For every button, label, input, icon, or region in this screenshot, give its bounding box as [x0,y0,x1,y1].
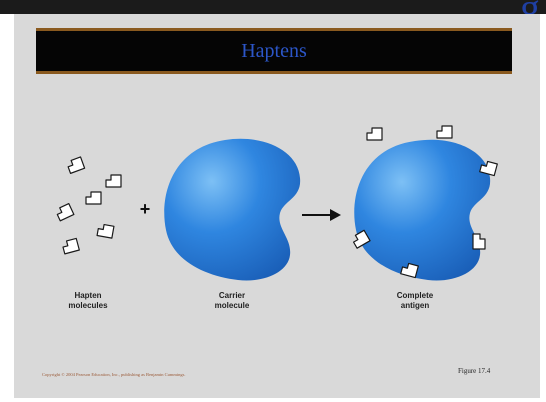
reaction-arrow [302,209,341,221]
hapten-molecule [85,191,102,205]
antigen-label-line1: Complete [396,291,434,300]
slide-title: Haptens [241,39,307,62]
title-bar: Haptens [36,28,512,74]
top-strip [0,0,546,14]
hapten-molecule [65,156,86,174]
hapten-molecule [105,174,122,188]
carrier-label-line1: Carrier [218,291,246,300]
carrier-molecule [164,138,301,281]
hapten-label-line2: molecules [68,301,108,310]
antigen-molecule [354,139,491,281]
carrier-label-line2: molecule [214,301,250,310]
bound-hapten [472,233,486,250]
complete-antigen-label: Complete antigen [383,291,447,311]
hapten-molecule-group [54,156,122,255]
hapten-molecule [54,203,75,222]
hapten-label-line1: Hapten [74,291,102,300]
hapten-molecules-label: Hapten molecules [58,291,118,311]
antigen-label-line2: antigen [400,301,430,310]
hapten-molecule [61,237,80,255]
figure-label: Figure 17.4 [458,367,491,375]
plus-sign: + [140,199,151,219]
copyright-text: Copyright © 2004 Pearson Education, Inc.… [42,372,186,377]
hapten-molecule [96,223,115,239]
bound-hapten [436,125,453,139]
carrier-molecule-label: Carrier molecule [202,291,262,311]
bound-hapten [366,127,383,141]
